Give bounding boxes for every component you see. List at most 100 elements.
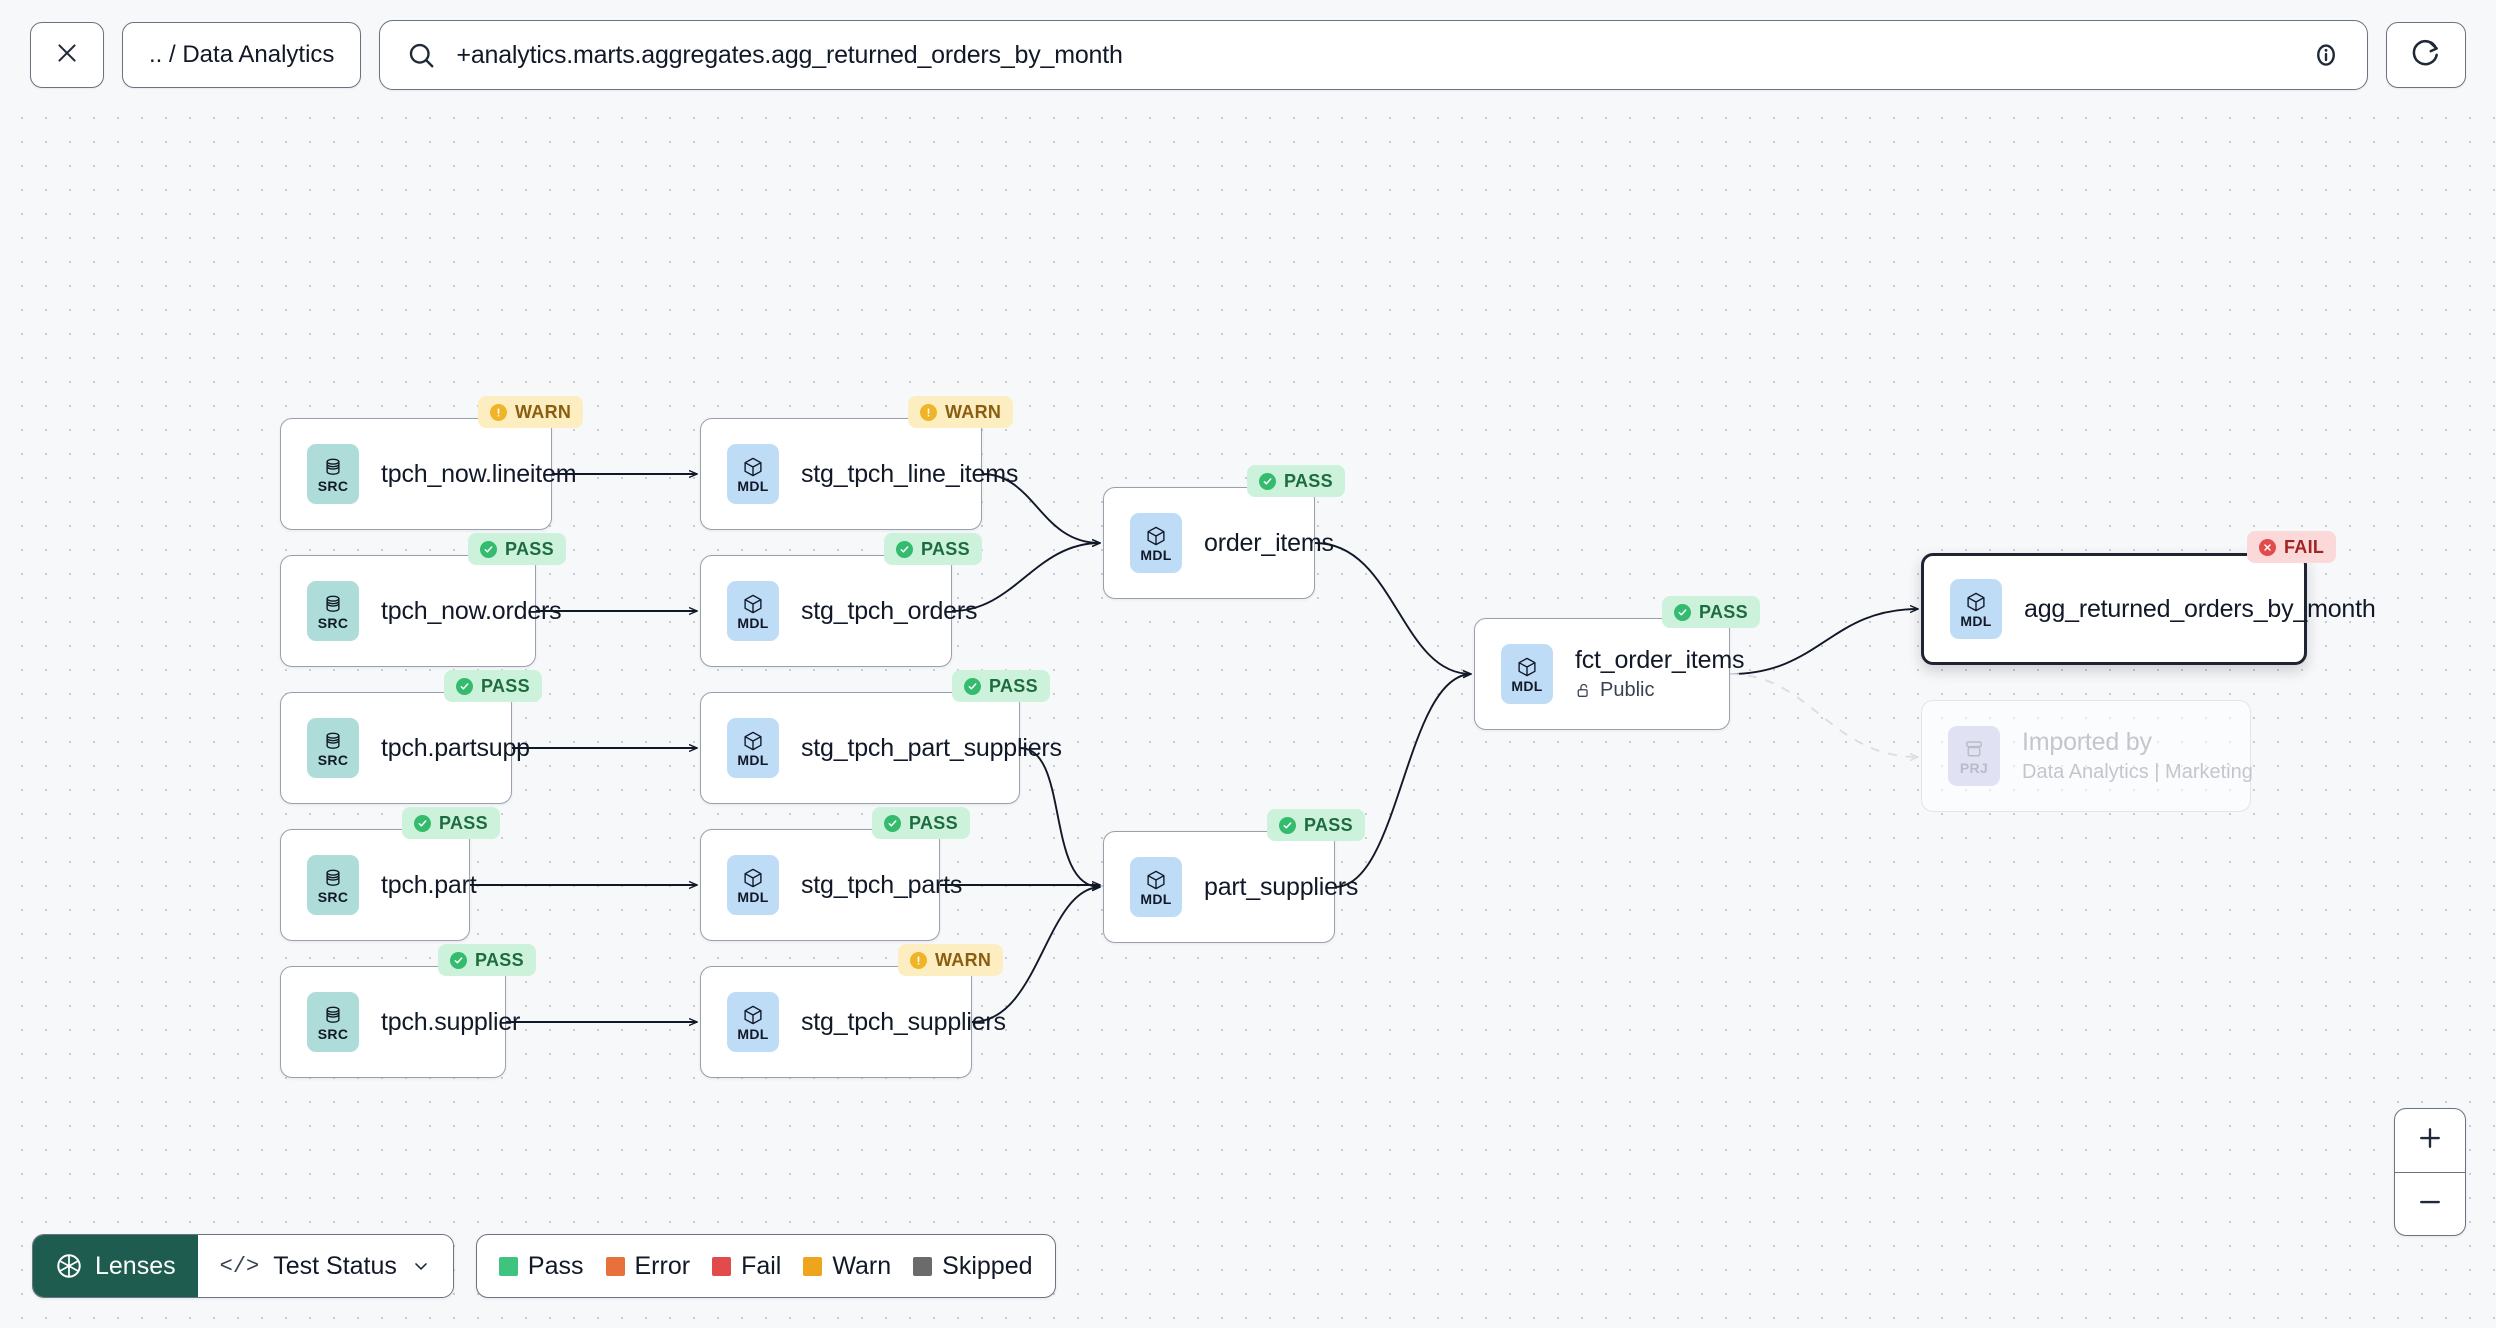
- node-body: stg_tpch_parts: [801, 871, 962, 900]
- info-icon[interactable]: [2311, 40, 2341, 70]
- lineage-node-stg_tpch_parts[interactable]: MDL stg_tpch_parts: [700, 829, 962, 941]
- mdl-type-badge: MDL: [1130, 513, 1182, 573]
- status-badge-pass[interactable]: PASS: [884, 533, 982, 565]
- mdl-type-badge: MDL: [1950, 579, 2002, 639]
- node-title: tpch.supplier: [381, 1007, 521, 1036]
- node-body: tpch.partsupp: [381, 734, 530, 763]
- lineage-node-tpch_now_orders[interactable]: SRC tpch_now.orders: [280, 555, 562, 667]
- zoom-out-button[interactable]: [2395, 1172, 2465, 1235]
- node-kind-label: MDL: [1140, 546, 1172, 563]
- node-body: tpch_now.orders: [381, 596, 562, 626]
- node-title: fct_order_items: [1575, 646, 1745, 674]
- node-body: agg_returned_orders_by_month: [2024, 595, 2376, 624]
- lineage-node-order_items[interactable]: MDL order_items: [1103, 487, 1334, 599]
- lineage-node-part_suppliers[interactable]: MDL part_suppliers: [1103, 831, 1358, 943]
- refresh-button[interactable]: [2386, 22, 2466, 88]
- node-kind-label: SRC: [317, 1025, 349, 1042]
- cube-icon: [744, 457, 762, 476]
- node-body: stg_tpch_orders: [801, 597, 977, 626]
- node-kind-label: MDL: [1140, 890, 1172, 907]
- lineage-node-stg_tpch_line_items[interactable]: MDL stg_tpch_line_items: [700, 418, 1018, 530]
- status-badge-pass[interactable]: PASS: [1267, 809, 1365, 841]
- cube-icon: [1518, 657, 1536, 676]
- node-kind-label: MDL: [1511, 677, 1543, 694]
- search-input[interactable]: [456, 40, 2291, 70]
- src-type-badge: SRC: [307, 718, 359, 778]
- status-badge-label: WARN: [515, 401, 572, 422]
- node-kind-label: MDL: [1960, 612, 1992, 629]
- status-badge-pass[interactable]: PASS: [1662, 596, 1760, 628]
- mdl-type-badge: MDL: [727, 718, 779, 778]
- status-badge-label: PASS: [909, 812, 958, 833]
- test-status-dropdown[interactable]: </> Test Status: [197, 1235, 453, 1297]
- node-kind-label: PRJ: [1959, 759, 1989, 776]
- lineage-node-tpch_partsupp[interactable]: SRC tpch.partsupp: [280, 692, 530, 804]
- legend-label: Warn: [832, 1251, 892, 1280]
- status-badge-warn[interactable]: WARN: [908, 396, 1014, 428]
- legend-item-skipped[interactable]: Skipped: [913, 1252, 1033, 1281]
- node-kind-label: SRC: [317, 614, 349, 631]
- zoom-in-button[interactable]: [2395, 1109, 2465, 1172]
- check-icon: [450, 951, 467, 969]
- chevron-down-icon: [411, 1256, 431, 1276]
- node-title: tpch_now.orders: [381, 596, 562, 625]
- node-body: tpch.part: [381, 870, 477, 900]
- node-title: tpch_now.lineitem: [381, 459, 577, 488]
- src-type-badge: SRC: [307, 444, 359, 504]
- legend-item-fail[interactable]: Fail: [712, 1252, 781, 1281]
- bottom-toolbar: Lenses </> Test Status Pass Error Fail Warn…: [32, 1234, 1056, 1298]
- node-title: tpch.part: [381, 870, 477, 899]
- lineage-node-tpch_supplier[interactable]: SRC tpch.supplier: [280, 966, 520, 1078]
- status-badge-pass[interactable]: PASS: [438, 944, 536, 976]
- test-status-label: Test Status: [273, 1251, 397, 1280]
- lenses-button[interactable]: Lenses: [33, 1235, 198, 1297]
- node-body: part_suppliers: [1204, 873, 1358, 902]
- node-body: order_items: [1204, 529, 1334, 558]
- close-button[interactable]: [30, 22, 104, 88]
- node-subtitle-text: Data Analytics | Marketing: [2022, 761, 2253, 783]
- legend-swatch-pass: [498, 1256, 518, 1276]
- status-legend: Pass Error Fail Warn Skipped: [475, 1234, 1056, 1298]
- status-badge-pass[interactable]: PASS: [1247, 465, 1345, 497]
- src-type-badge: SRC: [307, 581, 359, 641]
- status-badge-warn[interactable]: WARN: [898, 944, 1004, 976]
- status-badge-fail[interactable]: FAIL: [2247, 531, 2337, 563]
- mdl-type-badge: MDL: [1130, 857, 1182, 917]
- status-badge-pass[interactable]: PASS: [468, 533, 566, 565]
- cube-icon: [744, 1005, 762, 1024]
- status-badge-pass[interactable]: PASS: [872, 807, 970, 839]
- breadcrumb[interactable]: .. / Data Analytics: [122, 22, 362, 88]
- node-subtitle: Public: [1575, 679, 1744, 702]
- mdl-type-badge: MDL: [727, 992, 779, 1052]
- status-badge-warn[interactable]: WARN: [478, 396, 584, 428]
- status-badge-pass[interactable]: PASS: [402, 807, 500, 839]
- mdl-type-badge: MDL: [727, 444, 779, 504]
- node-title: stg_tpch_line_items: [801, 459, 1019, 488]
- mdl-type-badge: MDL: [727, 855, 779, 915]
- legend-swatch-warn: [803, 1256, 823, 1276]
- legend-item-warn[interactable]: Warn: [803, 1252, 891, 1281]
- node-kind-label: MDL: [737, 888, 769, 905]
- search-icon: [406, 40, 436, 70]
- prj-type-badge: PRJ: [1948, 726, 2000, 786]
- warning-icon: [490, 403, 507, 421]
- legend-item-pass[interactable]: Pass: [498, 1252, 584, 1281]
- legend-item-error[interactable]: Error: [605, 1252, 690, 1281]
- status-badge-pass[interactable]: PASS: [444, 670, 542, 702]
- mdl-type-badge: MDL: [1501, 644, 1553, 704]
- check-icon: [1259, 472, 1276, 490]
- check-icon: [1279, 816, 1296, 834]
- lineage-node-agg_returned_orders_by_month[interactable]: MDL agg_returned_orders_by_month: [1921, 553, 2376, 665]
- top-toolbar: .. / Data Analytics: [0, 0, 2496, 110]
- status-badge-pass[interactable]: PASS: [952, 670, 1050, 702]
- lineage-node-tpch_now_lineitem[interactable]: SRC tpch_now.lineitem: [280, 418, 577, 530]
- archive-icon: [1966, 740, 1982, 757]
- lineage-search-bar[interactable]: [379, 20, 2368, 90]
